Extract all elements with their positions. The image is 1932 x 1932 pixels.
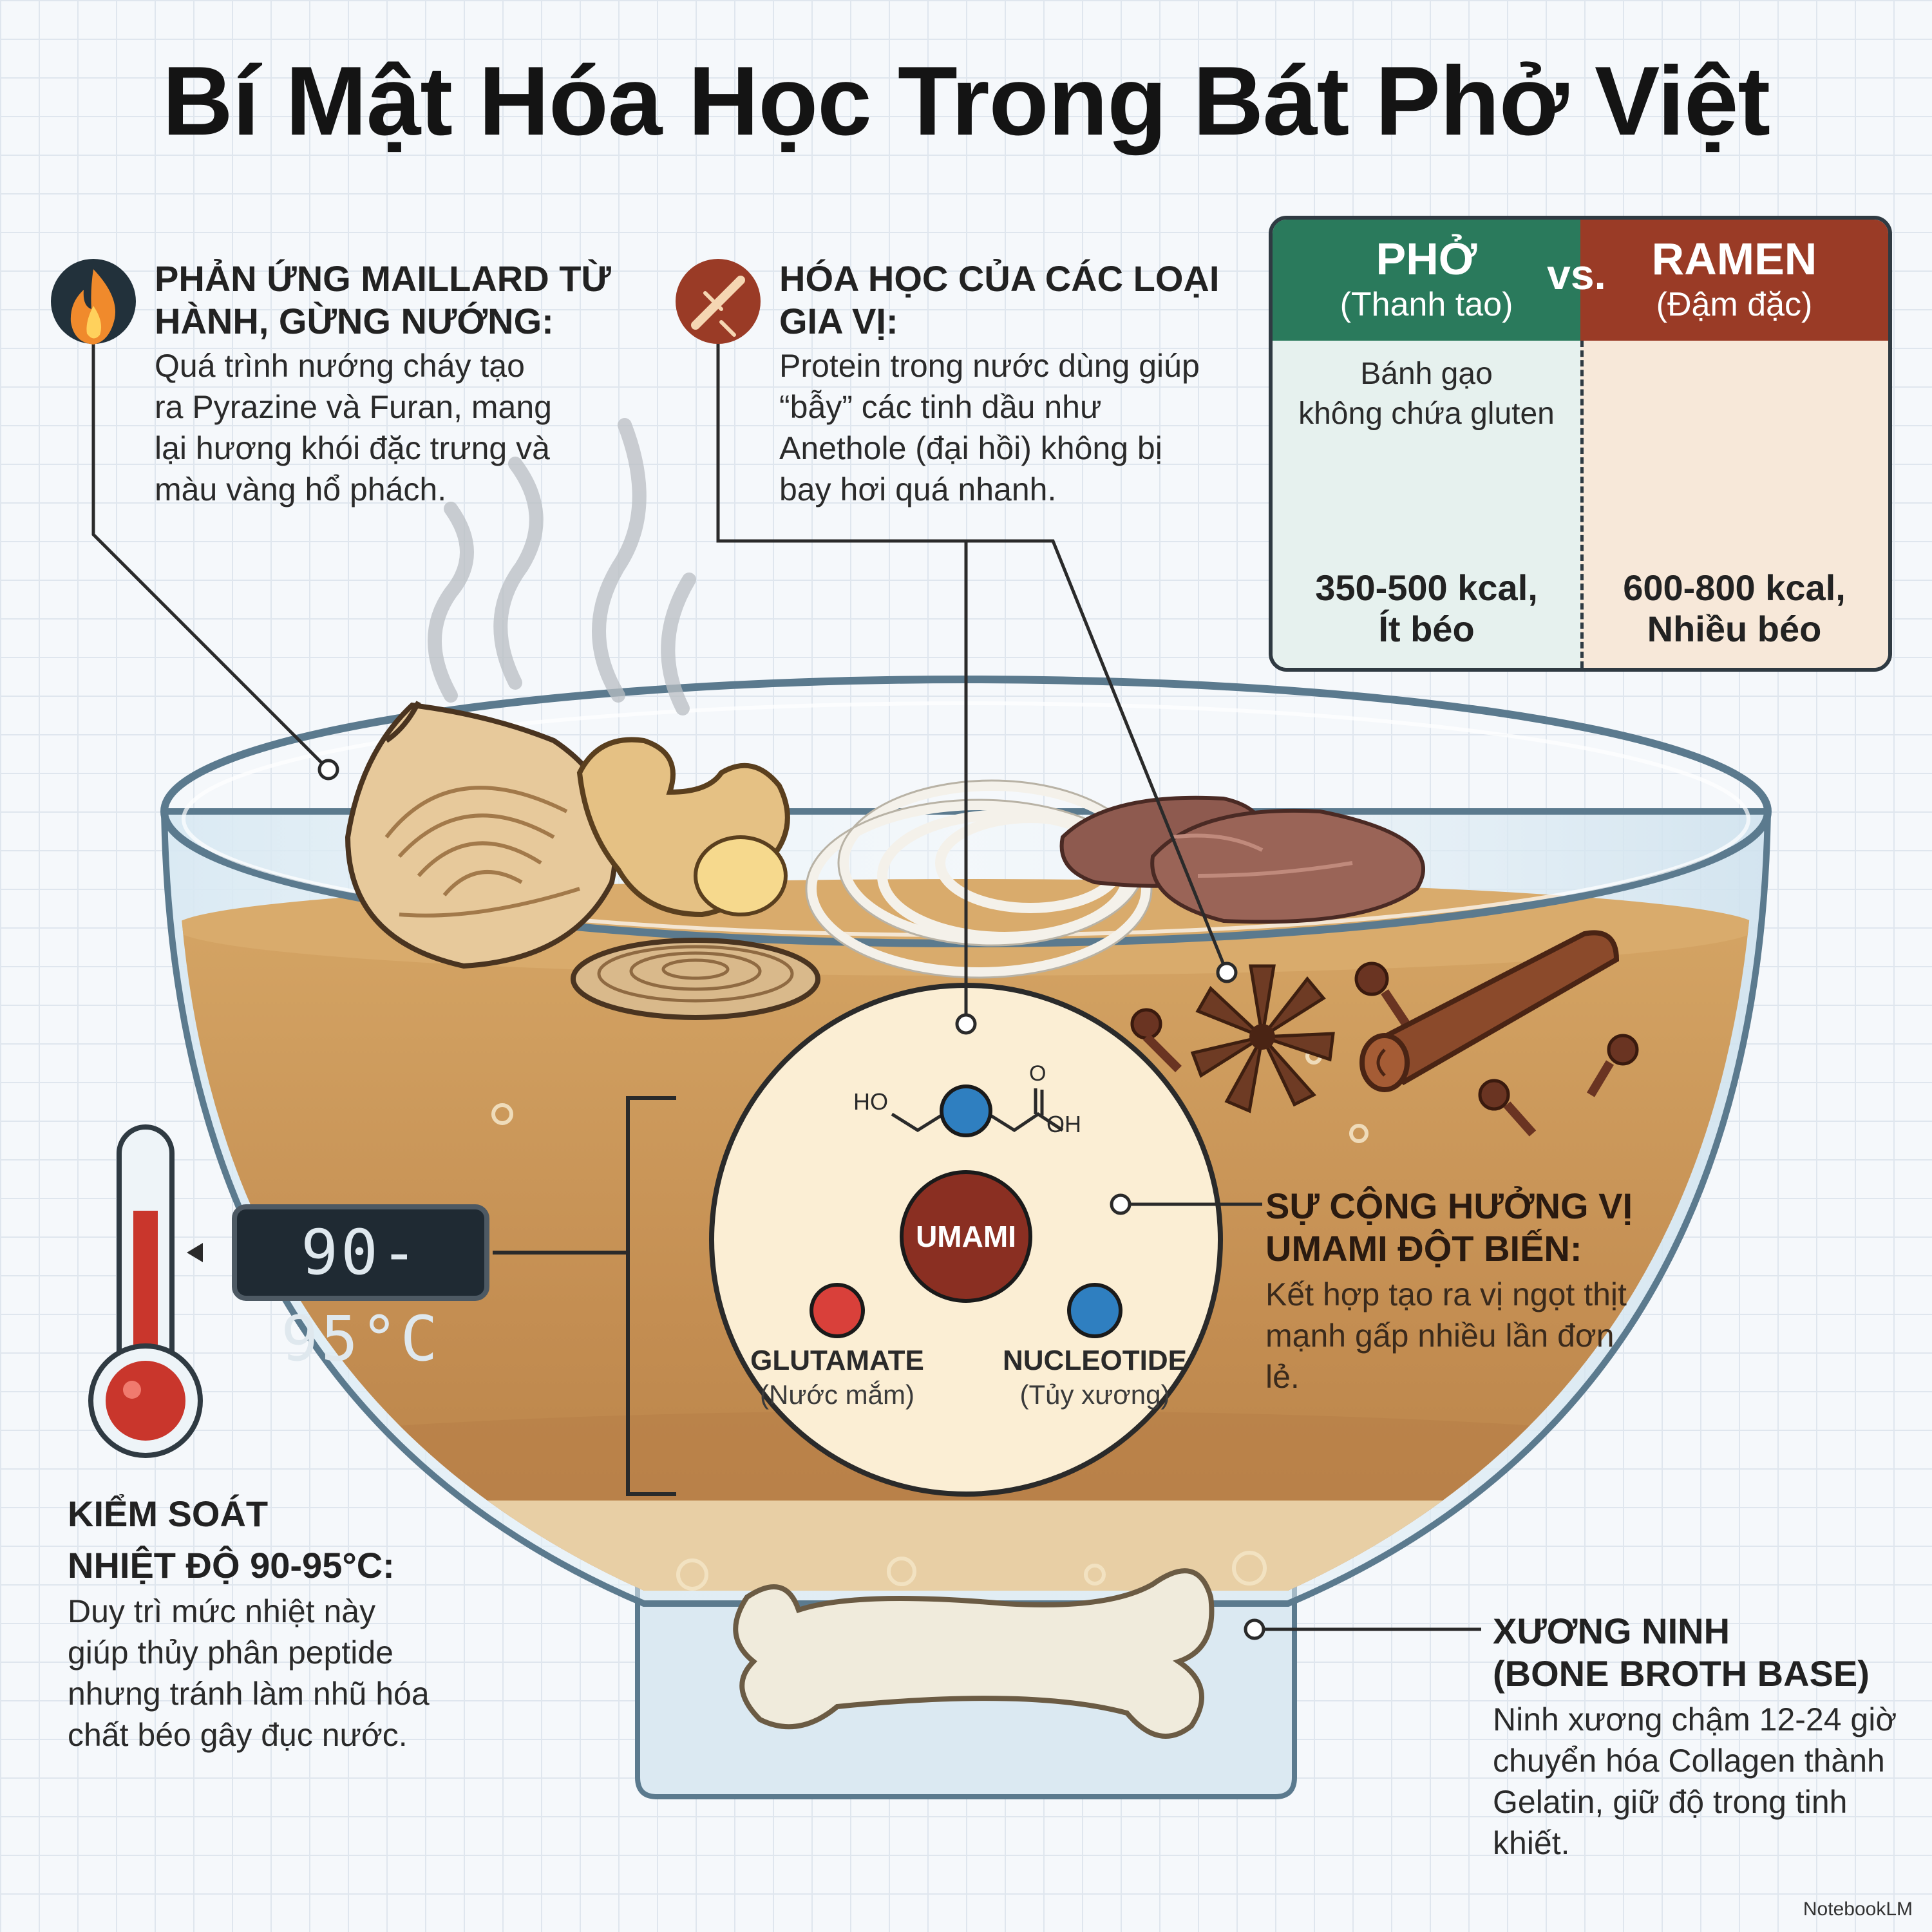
spices-text-2: “bẫy” các tinh dầu như [779,389,1102,425]
molecule-ho: HO [853,1088,888,1115]
pho-title: PHỞ [1376,234,1477,284]
ramen-body [1580,341,1888,668]
pho-fat: Ít béo [1378,609,1475,649]
spices-heading-2: GIA VỊ: [779,301,898,341]
ramen-kcal: 600-800 kcal, [1623,567,1846,608]
bone-heading-2: (BONE BROTH BASE) [1493,1653,1870,1694]
beef-slices [1059,795,1425,924]
cinnamon-stick [1359,930,1620,1092]
ramen-fat: Nhiều béo [1647,609,1822,649]
molecule-o: O [1029,1061,1046,1086]
bone-text-3: Gelatin, giữ độ trong tinh [1493,1784,1848,1820]
glutamate-dot [810,1283,865,1338]
bone-text-2: chuyển hóa Collagen thành [1493,1743,1885,1779]
maillard-text-3: lại hương khói đặc trưng và [155,430,550,466]
onion-slice [571,938,820,1020]
nucleotide-label: NUCLEOTIDE [1003,1345,1187,1376]
spices-text-4: bay hơi quá nhanh. [779,471,1057,507]
ramen-header [1580,220,1888,341]
pho-note-2: không chứa gluten [1298,397,1555,431]
cinnamon-icon [676,259,761,344]
ginger-root [576,737,790,918]
temperature-heading-1: KIỂM SOÁT [68,1493,269,1534]
spices-text-1: Protein trong nước dùng giúp [779,348,1200,384]
umami-label: UMAMI [916,1220,1016,1253]
pho-body [1273,341,1580,668]
charred-onion [345,701,618,969]
temperature-heading-2: NHIỆT ĐỘ 90-95°C: [68,1545,395,1586]
brand-label: NotebookLM [1803,1899,1913,1920]
temperature-text-2: giúp thủy phân peptide [68,1634,393,1671]
bone-text-4: khiết. [1493,1825,1570,1861]
vs-label: vs. [1547,251,1606,298]
page-title: Bí Mật Hóa Học Trong Bát Phở Việt [162,46,1770,156]
molecule-diagram [891,1088,1064,1132]
bone-heading-1: XƯƠNG NINH [1493,1611,1730,1651]
temperature-text-4: chất béo gây đục nước. [68,1717,408,1753]
glutamate-label: GLUTAMATE [750,1345,924,1376]
pho-vs-ramen-panel: PHỞ (Thanh tao) RAMEN (Đậm đặc) Bánh gạo… [1269,216,1892,672]
divider [1580,341,1584,668]
synergy-heading-2: UMAMI ĐỘT BIẾN: [1265,1228,1582,1269]
maillard-heading-1: PHẢN ỨNG MAILLARD TỪ [155,258,611,299]
bone-text-1: Ninh xương chậm 12-24 giờ [1493,1701,1897,1738]
nucleotide-source: (Tủy xương) [1019,1379,1170,1410]
spices-text-3: Anethole (đại hồi) không bị [779,430,1162,466]
nucleotide-dot [1067,1283,1122,1338]
cloves [1130,961,1639,1137]
bone [733,1568,1215,1739]
maillard-heading-2: HÀNH, GỪNG NƯỚNG: [155,301,554,341]
synergy-text-3: lẻ. [1265,1359,1300,1395]
ramen-title: RAMEN [1651,234,1817,284]
synergy-heading-1: SỰ CỘNG HƯỞNG VỊ [1265,1186,1633,1226]
ramen-subtitle: (Đậm đặc) [1656,286,1813,323]
fire-icon [51,259,136,345]
temperature-text-1: Duy trì mức nhiệt này [68,1593,376,1629]
temperature-text-3: nhưng tránh làm nhũ hóa [68,1676,430,1712]
glutamate-source: (Nước mắm) [760,1379,914,1410]
pho-subtitle: (Thanh tao) [1340,286,1513,323]
pho-kcal: 350-500 kcal, [1315,567,1538,608]
star-anise [1190,964,1335,1113]
pho-note-1: Bánh gạo [1360,357,1493,391]
bracket [599,1096,676,1496]
maillard-text-4: màu vàng hổ phách. [155,471,447,507]
spices-heading-1: HÓA HỌC CỦA CÁC LOẠI [779,258,1220,299]
maillard-text-2: ra Pyrazine và Furan, mang [155,389,552,425]
maillard-text-1: Quá trình nướng cháy tạo [155,348,525,384]
pho-header [1273,220,1580,341]
molecule-oh: OH [1046,1111,1081,1137]
synergy-text-1: Kết hợp tạo ra vị ngọt thịt [1265,1276,1627,1312]
synergy-text-2: mạnh gấp nhiều lần đơn [1265,1318,1615,1354]
steam [428,418,696,715]
molecule-atom [940,1084,992,1137]
umami-center-dot [900,1170,1032,1303]
temperature-display: 90-95°C [232,1204,489,1375]
thermometer [88,1124,203,1458]
